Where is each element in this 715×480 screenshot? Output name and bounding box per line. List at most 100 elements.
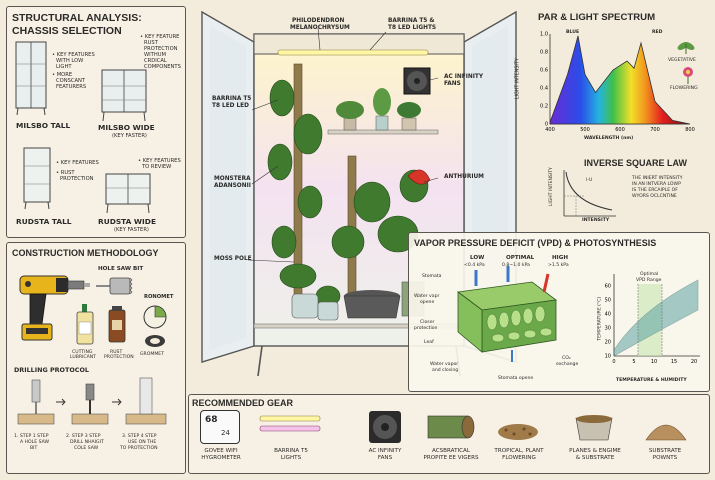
par-x-tick-1: 500 [580, 127, 590, 133]
par-y-tick-2: 0.4 [540, 86, 548, 92]
vpd-water-closing-1: and closing [432, 368, 459, 373]
milsbo-tall-name: MILSBO TALL [16, 121, 71, 130]
isl-note-2: IS THE ERCAIPLE OF [632, 188, 678, 193]
gear-label-6: SUBSTRATE POWNTS [630, 448, 700, 461]
par-x-tick-3: 700 [650, 127, 660, 133]
par-x-tick-2: 600 [615, 127, 625, 133]
gear-label-3-line1: PROPITE EE VIGERS [423, 454, 479, 461]
gear-label-5: PLANES & ENGIME & SUBSTRATE [560, 448, 630, 461]
ac-fans-0: AC INFINITY [444, 74, 484, 80]
vpd-x-tick-2: 10 [651, 359, 657, 365]
monstera-1: ADANSONII [214, 183, 251, 189]
isl-note-1: IN AN INTVERA LOWP [632, 182, 681, 187]
isl-xlabel: INTENSITY [582, 218, 610, 223]
tropical-plant-icon [498, 424, 538, 440]
barrina-top-1: T8 LED LIGHTS [388, 25, 437, 31]
gear-label-5-line0: PLANES & ENGIME [569, 448, 621, 454]
anthurium-label: ANTHURIUM [444, 174, 484, 180]
vpd-y-tick-3: 40 [605, 312, 611, 318]
step3-line1: USE ON THE [128, 440, 157, 445]
ronomet-label: RONOMET [144, 294, 174, 300]
vpd-chart-ylabel: TEMPERATURE (°C) [597, 296, 603, 341]
par-x-tick-0: 400 [545, 127, 555, 133]
vpd-water-vapr-0: Water vapr [414, 294, 440, 299]
milsbo-tall-bullet-2: LIGHT [56, 64, 72, 70]
vpd-x-tick-1: 5 [632, 359, 635, 365]
leaf-cross-section [456, 266, 558, 362]
vegetative-icon [677, 42, 695, 54]
drill-icon [19, 275, 90, 341]
vpd-y-tick-0: 10 [605, 354, 611, 360]
milsbo-wide-bullet-0: • KEY FEATURE [140, 34, 180, 40]
par-red-label: RED [652, 30, 663, 35]
drilling-steps-icon [17, 377, 167, 425]
step1-line2: BIT [30, 446, 38, 451]
vpd-y-tick-2: 30 [605, 326, 611, 332]
milsbo-wide-sub: (KEY FASTER) [112, 133, 147, 139]
vpd-title: VAPOR PRESSURE DEFICIT (VPD) & PHOTOSYNT… [414, 238, 657, 248]
gear-label-2-line0: AC INFINITY [368, 448, 402, 454]
vpd-high-1: >1.5 kPa [548, 263, 569, 268]
hole-saw-bit-icon [96, 277, 133, 295]
milsbo-wide-bullet-2: PROTECTION [144, 46, 178, 52]
rust-protection-icon [108, 306, 126, 343]
step3-line2: TO PROTECTION [120, 446, 158, 451]
vpd-low-1: <0.4 kPa [464, 263, 485, 268]
par-y-tick-1: 0.2 [540, 104, 548, 110]
isl-note-3: WYORS OCLCNTINE [632, 194, 677, 199]
vpd-y-tick-4: 50 [605, 298, 611, 304]
gear-label-0-line0: GOVEE WIFI [204, 448, 238, 454]
step2-line2: COLE SAW [74, 446, 99, 451]
ronomet-icon [143, 305, 167, 329]
rudsta-tall-name: RUDSTA TALL [16, 217, 72, 226]
drilling-title: DRILLING PROTOCOL [14, 366, 89, 374]
par-title: PAR & LIGHT SPECTRUM [538, 12, 656, 23]
gear-panel [188, 394, 710, 474]
vpd-co2-1: exchange [556, 362, 579, 367]
rudsta-wide-bullet-1: TO REVIEW [142, 164, 172, 170]
isl-title: INVERSE SQUARE LAW [584, 158, 688, 168]
rudsta-wide-bullet-0: • KEY FEATURES [138, 158, 181, 164]
rudsta-wide-sub: (KEY FASTER) [114, 227, 149, 233]
barrina-left-0: BARRINA T5 [212, 96, 252, 102]
gear-label-3-line0: ACSBRATICAL [432, 448, 470, 454]
gear-label-3: ACSBRATICAL PROPITE EE VIGERS [416, 448, 486, 461]
isl-curve-label: I-U [586, 178, 593, 183]
substrate-mat-icon [427, 415, 475, 439]
vpd-x-tick-0: 0 [612, 359, 615, 365]
hole-saw-label: HOLE SAW BIT [98, 266, 144, 272]
par-y-tick-0: 0 [545, 122, 548, 128]
gear-label-1: BARRINA T5 LIGHTS [256, 448, 326, 461]
milsbo-wide-bullet-4: CRDICAL [144, 58, 167, 64]
flowering-label: FLOWERING [670, 86, 698, 91]
step1-line0: 1. STEP 1 STEP [14, 434, 49, 439]
substrate-powder-icon [645, 424, 687, 441]
par-y-ticks: 00.20.40.60.81.0 [540, 32, 548, 128]
gear-label-6-line0: SUBSTRATE [648, 448, 682, 454]
vpd-water-closing-0: Water vapor [430, 362, 459, 367]
vpd-chart-xlabel: TEMPERATURE & HUMIDITY [616, 378, 687, 383]
philodendron-label-0: PHILODENDRON [292, 18, 345, 24]
milsbo-tall-bullet-5: FEATURERS [56, 84, 87, 90]
gear-label-4: TROPICAL, PLANT FLOWERING [484, 448, 554, 461]
milsbo-wide-bullet-1: RUST [144, 40, 158, 46]
par-y-tick-3: 0.6 [540, 68, 548, 74]
vpd-stomata-opene: Stomata opene [498, 376, 534, 381]
par-spectrum-area [549, 35, 691, 125]
par-y-tick-5: 1.0 [540, 32, 548, 38]
ac-infinity-fans-icon [369, 411, 401, 443]
grommet-label: GROMMET [140, 352, 165, 357]
rudsta-tall-bullet-1: • RUST [56, 170, 75, 176]
philodendron-label-1: MELANOCHRYSUM [290, 25, 350, 31]
gear-label-2: AC INFINITY FANS [350, 448, 420, 461]
barrina-top-0: BARRINA T5 & [388, 18, 435, 24]
vpd-water-vapr-1: opene [420, 300, 435, 305]
chassis-title-1: STRUCTURAL ANALYSIS: [12, 12, 142, 24]
par-xlabel: WAVELENGTH (nm) [584, 136, 634, 141]
milsbo-wide-bullet-3: WITHUM [144, 52, 167, 58]
gear-title: RECOMMENDED GEAR [192, 398, 294, 408]
vpd-range-1: VPD Range [636, 278, 662, 283]
